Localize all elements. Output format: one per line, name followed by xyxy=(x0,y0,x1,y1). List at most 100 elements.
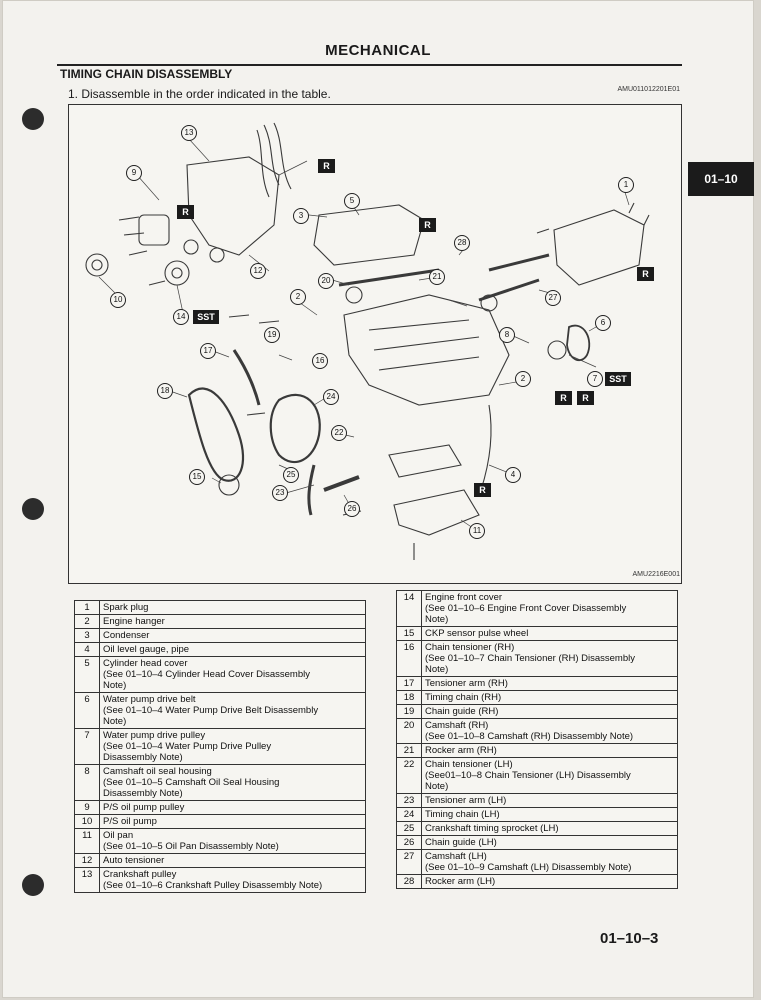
part-number: 5 xyxy=(74,656,100,693)
callout-8: 8 xyxy=(499,327,515,343)
section-tab: 01–10 xyxy=(688,162,754,196)
callout-7: 7 xyxy=(587,371,603,387)
binder-hole xyxy=(22,498,44,520)
part-description: Tensioner arm (RH) xyxy=(421,676,678,691)
part-number: 25 xyxy=(396,821,422,836)
part-description: Camshaft (RH) (See 01–10–8 Camshaft (RH)… xyxy=(421,718,678,744)
callout-5: 5 xyxy=(344,193,360,209)
binder-hole xyxy=(22,874,44,896)
part-description: Chain guide (LH) xyxy=(421,835,678,850)
page-header-title: MECHANICAL xyxy=(325,42,431,59)
callout-22: 22 xyxy=(331,425,347,441)
callout-23: 23 xyxy=(272,485,288,501)
part-number: 18 xyxy=(396,690,422,705)
head-cover-rh-shape xyxy=(313,204,425,266)
part-description: Water pump drive pulley (See 01–10–4 Wat… xyxy=(99,728,366,765)
part-number: 20 xyxy=(396,718,422,744)
part-description: Engine hanger xyxy=(99,614,366,629)
part-number: 8 xyxy=(74,764,100,801)
part-number: 15 xyxy=(396,626,422,641)
part-number: 14 xyxy=(396,590,422,627)
part-description: Timing chain (LH) xyxy=(421,807,678,822)
part-description: P/S oil pump xyxy=(99,814,366,829)
part-description: Timing chain (RH) xyxy=(421,690,678,705)
figure-code-bottom: AMU2216E001 xyxy=(632,571,680,578)
callout-12: 12 xyxy=(250,263,266,279)
callout-17: 17 xyxy=(200,343,216,359)
binder-hole xyxy=(22,108,44,130)
part-description: Crankshaft pulley (See 01–10–6 Crankshaf… xyxy=(99,867,366,893)
replace-tag: R xyxy=(577,391,594,405)
replace-tag: R xyxy=(177,205,194,219)
part-number: 1 xyxy=(74,600,100,615)
callout-27: 27 xyxy=(545,290,561,306)
callout-19: 19 xyxy=(264,327,280,343)
part-description: Chain guide (RH) xyxy=(421,704,678,719)
part-number: 12 xyxy=(74,853,100,868)
part-number: 7 xyxy=(74,728,100,765)
part-description: Chain tensioner (LH) (See01–10–8 Chain T… xyxy=(421,757,678,794)
callout-26: 26 xyxy=(344,501,360,517)
front-cover-shape xyxy=(186,156,280,256)
part-description: Camshaft (LH) (See 01–10–9 Camshaft (LH)… xyxy=(421,849,678,875)
part-description: Cylinder head cover (See 01–10–4 Cylinde… xyxy=(99,656,366,693)
part-number: 10 xyxy=(74,814,100,829)
part-number: 2 xyxy=(74,614,100,629)
head-cover-lh-shape xyxy=(553,209,645,286)
callout-3: 3 xyxy=(293,208,309,224)
part-number: 26 xyxy=(396,835,422,850)
callout-2a: 2 xyxy=(290,289,306,305)
figure-code-top: AMU011012201E01 xyxy=(617,86,680,93)
callout-18: 18 xyxy=(157,383,173,399)
timing-chain-rh-shape xyxy=(187,387,244,482)
callout-4: 4 xyxy=(505,467,521,483)
part-description: Auto tensioner xyxy=(99,853,366,868)
part-description: Tensioner arm (LH) xyxy=(421,793,678,808)
part-description: Crankshaft timing sprocket (LH) xyxy=(421,821,678,836)
part-description: Camshaft oil seal housing (See 01–10–5 C… xyxy=(99,764,366,801)
sst-tag: SST xyxy=(193,310,219,324)
part-description: P/S oil pump pulley xyxy=(99,800,366,815)
callout-25: 25 xyxy=(283,467,299,483)
part-number: 27 xyxy=(396,849,422,875)
part-description: Water pump drive belt (See 01–10–4 Water… xyxy=(99,692,366,729)
callout-14: 13 xyxy=(181,125,197,141)
part-description: Oil level gauge, pipe xyxy=(99,642,366,657)
part-description: CKP sensor pulse wheel xyxy=(421,626,678,641)
part-description: Spark plug xyxy=(99,600,366,615)
callout-11: 11 xyxy=(469,523,485,539)
part-description: Condenser xyxy=(99,628,366,643)
part-number: 22 xyxy=(396,757,422,794)
part-number: 17 xyxy=(396,676,422,691)
replace-tag: R xyxy=(637,267,654,281)
part-number: 28 xyxy=(396,874,422,889)
oil-pan-shape xyxy=(393,489,480,536)
part-description: Oil pan (See 01–10–5 Oil Pan Disassembly… xyxy=(99,828,366,854)
callout-21: 21 xyxy=(429,269,445,285)
callout-2b: 2 xyxy=(515,371,531,387)
sst-tag: SST xyxy=(605,372,631,386)
callout-24: 24 xyxy=(323,389,339,405)
part-number: 23 xyxy=(396,793,422,808)
exploded-view-figure: 13 9 1 5 3 28 12 20 21 10 27 2 6 14 19 8… xyxy=(68,104,682,584)
callout-9: 10 xyxy=(110,292,126,308)
part-description: Rocker arm (LH) xyxy=(421,874,678,889)
